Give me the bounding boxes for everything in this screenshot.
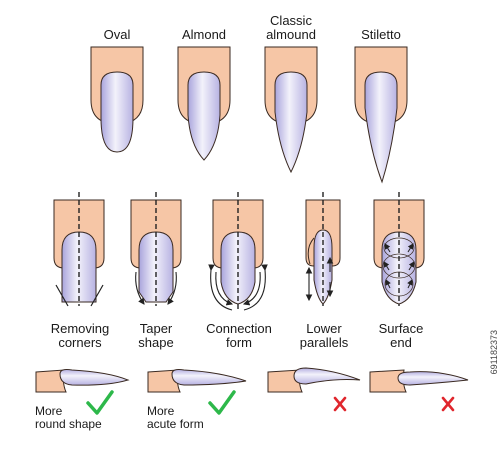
step-removing-corners (53, 192, 105, 307)
step-surface-end (373, 192, 425, 306)
label-shape: shape (138, 335, 174, 350)
label-acute-form: acute form (147, 417, 204, 431)
step-connection-form (208, 192, 268, 311)
profile-round (35, 369, 130, 393)
label-lower: Lower (306, 321, 342, 336)
label-form: form (226, 335, 252, 350)
stock-id: 691182373 (489, 330, 499, 375)
label-oval: Oval (103, 27, 131, 42)
profile-acute (147, 369, 247, 393)
label-round-shape: round shape (35, 417, 102, 431)
label-corners: corners (58, 335, 102, 350)
shape-almond (177, 46, 231, 161)
label-more-2: More (147, 404, 175, 418)
step-taper-shape (130, 192, 182, 306)
label-classic-almond-2: almound (266, 27, 316, 42)
profile-three (267, 367, 361, 393)
check-icon (208, 390, 236, 415)
step-lower-parallels (305, 192, 341, 306)
cross-icon (333, 396, 347, 412)
label-removing: Removing (50, 321, 110, 336)
profile-four (369, 369, 469, 393)
label-classic-almond-1: Classic (270, 13, 312, 28)
shape-stiletto (354, 46, 408, 184)
label-taper: Taper (139, 321, 173, 336)
label-stiletto: Stiletto (361, 27, 401, 42)
label-surface: Surface (378, 321, 424, 336)
shape-oval (90, 46, 144, 153)
label-more-1: More (35, 404, 63, 418)
label-almond: Almond (181, 27, 227, 42)
check-icon (86, 390, 114, 415)
shape-classic-almond (264, 46, 318, 174)
label-end: end (390, 335, 412, 350)
label-connection: Connection (206, 321, 272, 336)
cross-icon (441, 396, 455, 412)
label-parallels: parallels (299, 335, 349, 350)
